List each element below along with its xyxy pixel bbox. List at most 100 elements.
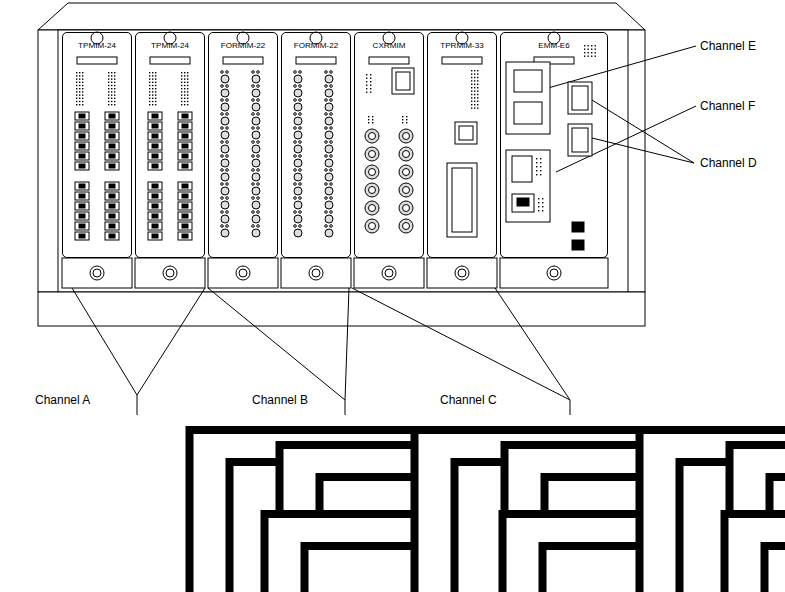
led (226, 85, 229, 88)
led (252, 99, 255, 102)
led-dot (108, 94, 109, 95)
thumb-screw (547, 266, 561, 280)
led (221, 211, 224, 214)
rj45-port (182, 224, 188, 228)
rj45-port (105, 142, 119, 150)
led-dot (152, 78, 153, 79)
module-name: CXRMIM (355, 41, 423, 51)
db-connector (512, 156, 532, 182)
rj45-port (75, 222, 89, 230)
fiber-port (325, 201, 333, 209)
led-dot (477, 97, 478, 98)
led (325, 71, 328, 74)
led-dot (184, 94, 185, 95)
rj45-port (178, 232, 192, 240)
led-dot (184, 82, 185, 83)
fiber-port (252, 173, 260, 181)
fiber-port (294, 159, 302, 167)
led-dot (181, 72, 182, 73)
rj45-port (178, 212, 192, 220)
led-dot (540, 166, 541, 167)
fiber-port (294, 201, 302, 209)
coax-port (365, 201, 379, 215)
led (226, 169, 229, 172)
expansion-slot (506, 150, 550, 222)
fiber-port (252, 131, 260, 139)
led-dot (406, 122, 407, 123)
led-dot (79, 85, 80, 86)
led (257, 169, 260, 172)
led-dot (584, 49, 585, 50)
expansion-slot (506, 62, 550, 134)
led-dot (152, 101, 153, 102)
led (294, 71, 297, 74)
led-dot (114, 75, 115, 76)
led-dot (540, 170, 541, 171)
led-dot (471, 97, 472, 98)
led-dot (370, 78, 371, 79)
led (325, 141, 328, 144)
led-dot (79, 94, 80, 95)
led-dot (540, 158, 541, 159)
led (252, 141, 255, 144)
led (330, 183, 333, 186)
led (330, 71, 333, 74)
ribbon-connector (447, 163, 477, 237)
led (294, 155, 297, 158)
rj45-port (148, 112, 162, 120)
led-dot (474, 97, 475, 98)
led (221, 99, 224, 102)
led (226, 127, 229, 130)
led-dot (402, 122, 403, 123)
led-dot (82, 72, 83, 73)
module-name: FORMIM-22 (282, 41, 350, 51)
led-dot (187, 101, 188, 102)
led-dot (76, 98, 77, 99)
led-dot (76, 75, 77, 76)
led-dot (181, 82, 182, 83)
led-dot (370, 85, 371, 86)
rj45-port (105, 232, 119, 240)
led-dot (368, 122, 369, 123)
rj45-port (148, 232, 162, 240)
led-dot (155, 75, 156, 76)
led (294, 225, 297, 228)
led-dot (474, 87, 475, 88)
led (330, 197, 333, 200)
thumb-screw (93, 269, 101, 277)
led (252, 211, 255, 214)
led (330, 169, 333, 172)
led (299, 99, 302, 102)
led (226, 155, 229, 158)
led-dot (184, 98, 185, 99)
led-dot (471, 90, 472, 91)
module-name: FORMIM-22 (209, 41, 277, 51)
led (325, 127, 328, 130)
led-dot (152, 75, 153, 76)
led-dot (477, 107, 478, 108)
led (299, 71, 302, 74)
led-dot (181, 101, 182, 102)
led-dot (591, 45, 592, 46)
led-dot (471, 77, 472, 78)
led-dot (82, 98, 83, 99)
fiber-port (294, 103, 302, 111)
led (252, 169, 255, 172)
rj45-port (109, 134, 115, 138)
rj45-port (109, 144, 115, 148)
channel-label: Channel C (440, 393, 497, 407)
rj45-port (178, 122, 192, 130)
led-dot (187, 104, 188, 105)
fiber-port (221, 159, 229, 167)
led (299, 197, 302, 200)
fiber-port (252, 159, 260, 167)
led-dot (370, 74, 371, 75)
led-dot (187, 98, 188, 99)
led-dot (79, 98, 80, 99)
fiber-port (221, 187, 229, 195)
led (330, 211, 333, 214)
fiber-port (221, 75, 229, 83)
card-bottom-strip (354, 258, 424, 288)
led-dot (370, 92, 371, 93)
